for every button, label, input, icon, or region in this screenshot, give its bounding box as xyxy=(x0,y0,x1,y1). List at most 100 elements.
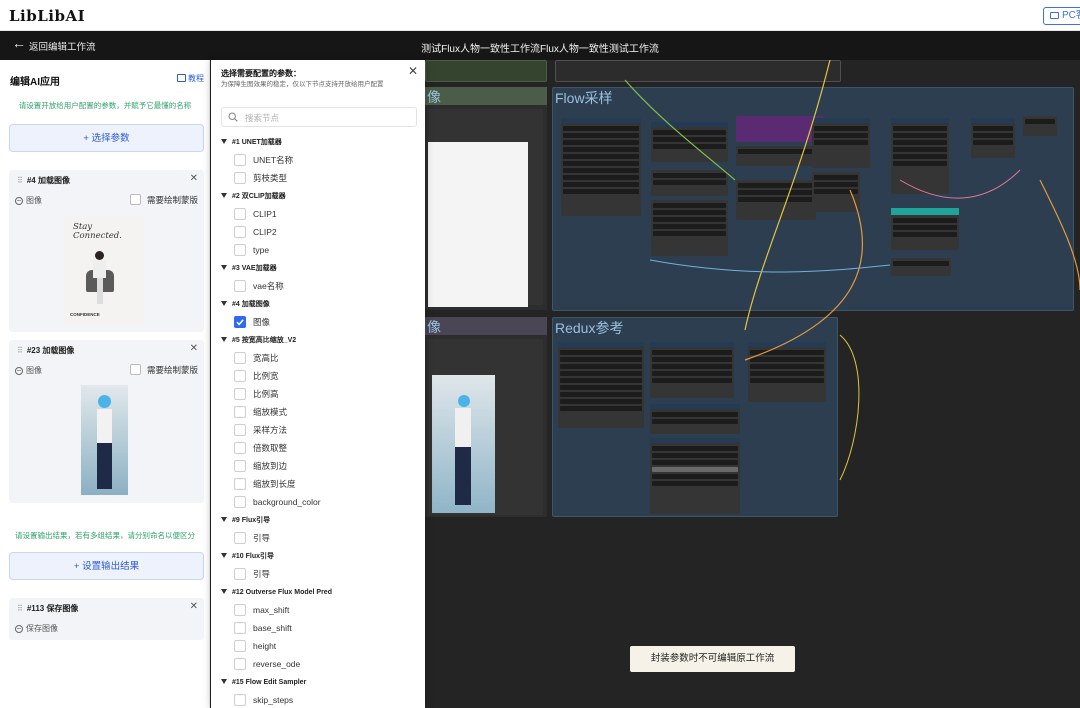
close-icon[interactable]: ✕ xyxy=(189,173,198,184)
close-icon[interactable]: ✕ xyxy=(189,343,198,354)
canvas-node[interactable] xyxy=(650,404,740,434)
canvas-node[interactable] xyxy=(650,342,734,398)
minus-circle-icon[interactable]: − xyxy=(15,624,23,633)
canvas-node[interactable] xyxy=(651,170,728,196)
param-checkbox[interactable] xyxy=(234,208,246,220)
mask-checkbox[interactable]: 需要绘制蒙版 xyxy=(130,194,198,206)
canvas-node[interactable] xyxy=(891,118,949,194)
param-checkbox[interactable] xyxy=(234,172,246,184)
param-checkbox[interactable] xyxy=(234,424,246,436)
param-item[interactable]: 宽高比 xyxy=(221,352,421,370)
set-output-button[interactable]: + 设置输出结果 xyxy=(9,552,204,580)
param-checkbox[interactable] xyxy=(234,244,246,256)
param-checkbox[interactable] xyxy=(234,154,246,166)
mask-label: 需要绘制蒙版 xyxy=(147,365,199,375)
param-item[interactable]: 引导 xyxy=(221,568,421,586)
canvas-node[interactable] xyxy=(736,180,816,220)
canvas-image-preview xyxy=(428,142,528,307)
param-section-header[interactable]: #4 加载图像 xyxy=(221,298,421,316)
param-checkbox[interactable] xyxy=(234,622,246,634)
close-icon[interactable]: ✕ xyxy=(189,601,198,612)
param-item[interactable]: 缩放到边 xyxy=(221,460,421,478)
param-item[interactable]: vae名称 xyxy=(221,280,421,298)
param-checkbox[interactable] xyxy=(234,226,246,238)
param-checkbox[interactable] xyxy=(234,352,246,364)
param-item[interactable]: 比例高 xyxy=(221,388,421,406)
param-item[interactable]: 引导 xyxy=(221,532,421,550)
back-button[interactable]: ← 返回编辑工作流 xyxy=(12,35,96,53)
workflow-header: ← 返回编辑工作流 测试Flux人物一致性工作流Flux人物一致性测试工作流 xyxy=(0,31,1080,60)
param-checkbox[interactable] xyxy=(234,640,246,652)
canvas-node[interactable] xyxy=(650,438,740,514)
param-item[interactable]: 缩放模式 xyxy=(221,406,421,424)
param-item[interactable]: CLIP1 xyxy=(221,208,421,226)
param-checkbox[interactable] xyxy=(234,604,246,616)
canvas-node[interactable] xyxy=(971,118,1015,158)
param-section-header[interactable]: #10 Flux引导 xyxy=(221,550,421,568)
drag-handle-icon[interactable]: ⠿ xyxy=(17,176,23,185)
param-item[interactable]: 图像 xyxy=(221,316,421,334)
param-section-header[interactable]: #2 双CLIP加载器 xyxy=(221,190,421,208)
param-checkbox[interactable] xyxy=(234,478,246,490)
param-checkbox[interactable] xyxy=(234,388,246,400)
minus-circle-icon[interactable]: − xyxy=(15,366,23,375)
canvas-node[interactable] xyxy=(736,146,824,166)
param-checkbox[interactable] xyxy=(234,280,246,292)
card-title: #4 加载图像 xyxy=(26,176,70,185)
minus-circle-icon[interactable]: − xyxy=(15,196,23,205)
close-icon[interactable]: ✕ xyxy=(407,64,418,78)
param-section-header[interactable]: #15 Flow Edit Sampler xyxy=(221,676,421,694)
param-checkbox[interactable] xyxy=(234,406,246,418)
param-item[interactable]: 倍数取整 xyxy=(221,442,421,460)
param-section-header[interactable]: #5 按宽高比缩放_V2 xyxy=(221,334,421,352)
pc-client-button[interactable]: PC客户端 xyxy=(1043,7,1080,25)
param-item[interactable]: UNET名称 xyxy=(221,154,421,172)
canvas-node[interactable] xyxy=(428,109,543,307)
param-item[interactable]: 采样方法 xyxy=(221,424,421,442)
node-search-input[interactable]: 搜索节点 xyxy=(221,107,417,127)
param-item[interactable]: 缩放到长度 xyxy=(221,478,421,496)
param-checkbox[interactable] xyxy=(234,694,246,706)
liblib-logo[interactable]: LibLibAI xyxy=(9,7,86,25)
param-checkbox[interactable] xyxy=(234,496,246,508)
drag-handle-icon[interactable]: ⠿ xyxy=(17,604,23,613)
canvas-group-redux: Redux参考 xyxy=(552,317,838,517)
param-item[interactable]: height xyxy=(221,640,421,658)
param-section-header[interactable]: #1 UNET加载器 xyxy=(221,136,421,154)
canvas-node[interactable] xyxy=(651,200,728,256)
param-checkbox[interactable] xyxy=(234,532,246,544)
canvas-node[interactable] xyxy=(812,118,870,168)
param-item[interactable]: 剪枝类型 xyxy=(221,172,421,190)
canvas-node[interactable] xyxy=(558,342,644,428)
param-item[interactable]: CLIP2 xyxy=(221,226,421,244)
canvas-node[interactable] xyxy=(891,208,959,250)
param-checkbox[interactable] xyxy=(234,568,246,580)
drag-handle-icon[interactable]: ⠿ xyxy=(17,346,23,355)
param-checkbox[interactable] xyxy=(234,316,246,328)
param-section-header[interactable]: #12 Outverse Flux Model Pred xyxy=(221,586,421,604)
canvas-node[interactable] xyxy=(428,339,543,515)
param-item[interactable]: max_shift xyxy=(221,604,421,622)
tutorial-link[interactable]: 教程 xyxy=(177,73,204,84)
param-item[interactable]: base_shift xyxy=(221,622,421,640)
select-params-button[interactable]: + 选择参数 xyxy=(9,124,204,152)
canvas-node[interactable] xyxy=(561,118,641,216)
param-item[interactable]: background_color xyxy=(221,496,421,514)
canvas-node[interactable] xyxy=(891,258,951,276)
param-item[interactable]: reverse_ode xyxy=(221,658,421,676)
param-section-header[interactable]: #3 VAE加载器 xyxy=(221,262,421,280)
canvas-node[interactable] xyxy=(812,172,860,212)
param-item[interactable]: 比例宽 xyxy=(221,370,421,388)
param-checkbox[interactable] xyxy=(234,658,246,670)
caret-down-icon xyxy=(221,517,227,522)
canvas-node[interactable] xyxy=(748,342,826,402)
param-checkbox[interactable] xyxy=(234,460,246,472)
param-section-header[interactable]: #9 Flux引导 xyxy=(221,514,421,532)
canvas-node[interactable] xyxy=(736,116,824,142)
param-item[interactable]: skip_steps xyxy=(221,694,421,708)
param-checkbox[interactable] xyxy=(234,442,246,454)
param-checkbox[interactable] xyxy=(234,370,246,382)
mask-checkbox[interactable]: 需要绘制蒙版 xyxy=(130,364,198,376)
param-item[interactable]: type xyxy=(221,244,421,262)
canvas-node[interactable] xyxy=(1023,116,1057,136)
